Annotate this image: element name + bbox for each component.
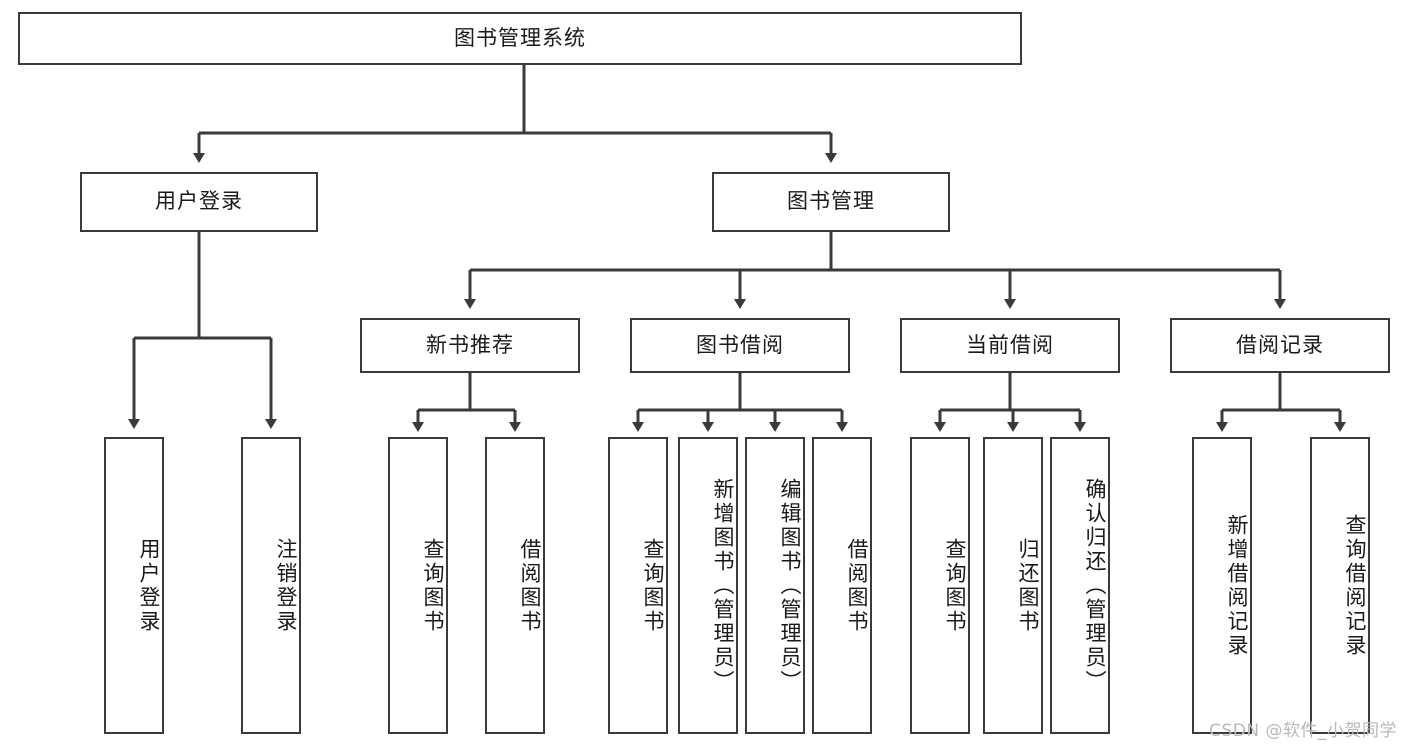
leaf-edit-book-admin[interactable]: 编辑图书（管理员） xyxy=(745,437,805,734)
leaf-add-book-admin[interactable]: 新增图书（管理员） xyxy=(678,437,738,734)
node-current-borrow-label: 当前借阅 xyxy=(966,332,1054,357)
leaf-logout[interactable]: 注销登录 xyxy=(241,437,301,734)
node-root-label: 图书管理系统 xyxy=(454,25,586,50)
connector-borrow-to-leaves xyxy=(632,373,848,432)
connector-newbooks-to-leaves xyxy=(412,373,521,432)
leaf-return-books[interactable]: 归还图书 xyxy=(983,437,1043,734)
leaf-user-login[interactable]: 用户登录 xyxy=(104,437,164,734)
leaf-query-books-current[interactable]: 查询图书 xyxy=(910,437,970,734)
node-new-book-recommend[interactable]: 新书推荐 xyxy=(360,318,580,373)
connector-records-to-leaves xyxy=(1216,373,1346,432)
node-book-borrow[interactable]: 图书借阅 xyxy=(630,318,850,373)
node-book-management[interactable]: 图书管理 xyxy=(712,172,950,232)
node-borrow-records-label: 借阅记录 xyxy=(1236,332,1324,357)
node-book-management-label: 图书管理 xyxy=(787,189,875,214)
leaf-confirm-return-admin-label: 确认归还（管理员） xyxy=(1083,477,1107,694)
node-user-login[interactable]: 用户登录 xyxy=(80,172,318,232)
leaf-query-books-borrow-label: 查询图书 xyxy=(641,537,665,634)
node-root[interactable]: 图书管理系统 xyxy=(18,12,1022,65)
connector-current-to-leaves xyxy=(934,373,1086,432)
leaf-borrow-books-borrow[interactable]: 借阅图书 xyxy=(812,437,872,734)
connector-root-to-level2 xyxy=(193,65,837,163)
leaf-query-books-newbook[interactable]: 查询图书 xyxy=(388,437,448,734)
leaf-query-books-borrow[interactable]: 查询图书 xyxy=(608,437,668,734)
node-user-login-label: 用户登录 xyxy=(155,189,243,214)
leaf-query-borrow-record[interactable]: 查询借阅记录 xyxy=(1310,437,1370,734)
connector-books-to-level3 xyxy=(464,232,1286,309)
leaf-logout-label: 注销登录 xyxy=(274,537,298,634)
leaf-confirm-return-admin[interactable]: 确认归还（管理员） xyxy=(1050,437,1110,734)
leaf-borrow-books-newbook[interactable]: 借阅图书 xyxy=(485,437,545,734)
leaf-add-borrow-record-label: 新增借阅记录 xyxy=(1225,513,1249,658)
node-new-book-recommend-label: 新书推荐 xyxy=(426,332,514,357)
connector-login-to-leaves xyxy=(128,232,277,429)
leaf-add-book-admin-label: 新增图书（管理员） xyxy=(711,477,735,694)
node-book-borrow-label: 图书借阅 xyxy=(696,332,784,357)
leaf-user-login-label: 用户登录 xyxy=(137,537,161,634)
node-borrow-records[interactable]: 借阅记录 xyxy=(1170,318,1390,373)
leaf-query-borrow-record-label: 查询借阅记录 xyxy=(1343,513,1367,658)
node-current-borrow[interactable]: 当前借阅 xyxy=(900,318,1120,373)
leaf-return-books-label: 归还图书 xyxy=(1016,537,1040,634)
leaf-edit-book-admin-label: 编辑图书（管理员） xyxy=(778,477,802,694)
leaf-query-books-newbook-label: 查询图书 xyxy=(421,537,445,634)
leaf-add-borrow-record[interactable]: 新增借阅记录 xyxy=(1192,437,1252,734)
leaf-borrow-books-newbook-label: 借阅图书 xyxy=(518,537,542,634)
leaf-query-books-current-label: 查询图书 xyxy=(943,537,967,634)
leaf-borrow-books-borrow-label: 借阅图书 xyxy=(845,537,869,634)
